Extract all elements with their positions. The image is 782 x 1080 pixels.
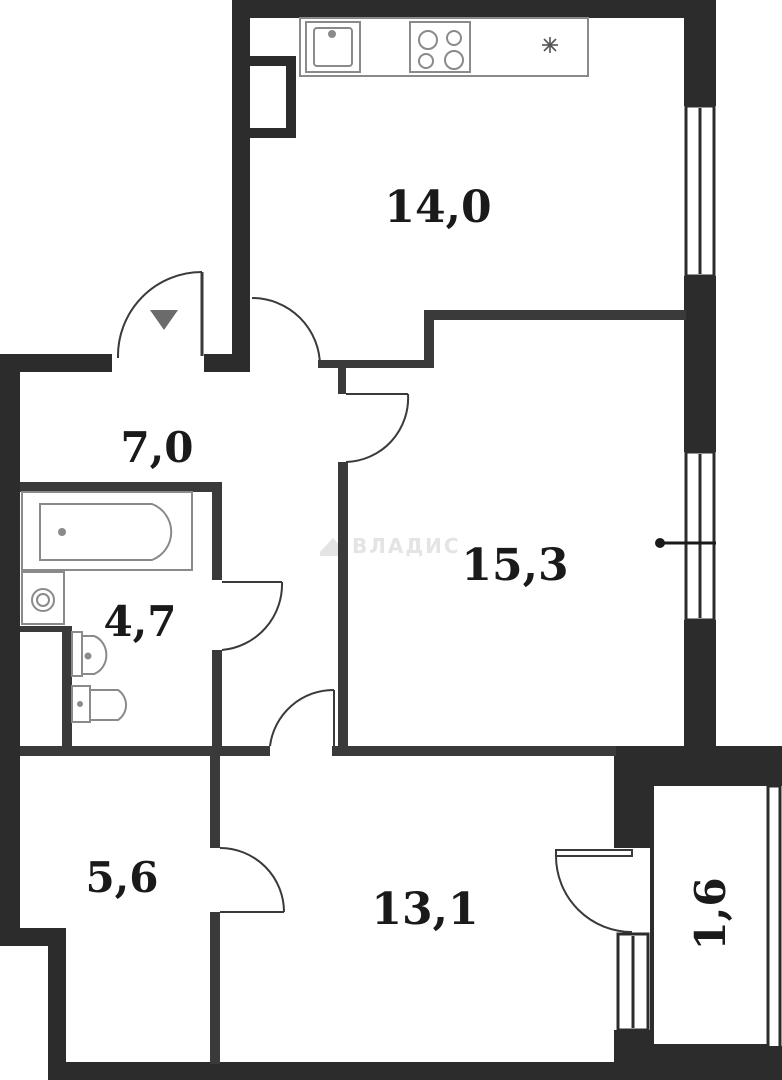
storage-room-area-label: 5,6 bbox=[85, 853, 158, 902]
radiator-icon bbox=[655, 538, 716, 548]
partitions bbox=[20, 310, 686, 1064]
doors bbox=[116, 271, 633, 933]
washbasin-icon bbox=[71, 631, 108, 677]
windows bbox=[616, 104, 716, 1032]
toilet-icon bbox=[71, 685, 127, 723]
bedroom-door[interactable] bbox=[345, 393, 410, 463]
hall-area-label: 7,0 bbox=[120, 423, 193, 472]
entrance-door[interactable] bbox=[116, 271, 204, 359]
loggia-door[interactable] bbox=[555, 849, 633, 933]
triangle-down-icon bbox=[150, 310, 178, 330]
loggia-area-label: 1,6 bbox=[686, 877, 735, 950]
kitchen-counter bbox=[299, 17, 589, 77]
living-room-door[interactable] bbox=[269, 688, 335, 747]
kitchen-door[interactable] bbox=[251, 297, 321, 367]
bathroom-door[interactable] bbox=[221, 581, 284, 651]
washing-machine-icon bbox=[21, 571, 65, 625]
storage-door[interactable] bbox=[219, 847, 285, 913]
bathroom-area-label: 4,7 bbox=[103, 597, 176, 646]
watermark-text: ВЛАДИС bbox=[352, 534, 461, 558]
bedroom-area-label: 15,3 bbox=[461, 540, 568, 591]
loggia-walls bbox=[650, 764, 782, 1080]
kitchen-area-label: 14,0 bbox=[384, 182, 491, 233]
bathtub-icon bbox=[21, 491, 193, 571]
snowflake-icon bbox=[542, 37, 558, 53]
stove-icon bbox=[409, 21, 471, 73]
kitchen-niche bbox=[250, 56, 296, 138]
sink-icon bbox=[305, 21, 361, 73]
living-room-area-label: 13,1 bbox=[371, 884, 478, 935]
